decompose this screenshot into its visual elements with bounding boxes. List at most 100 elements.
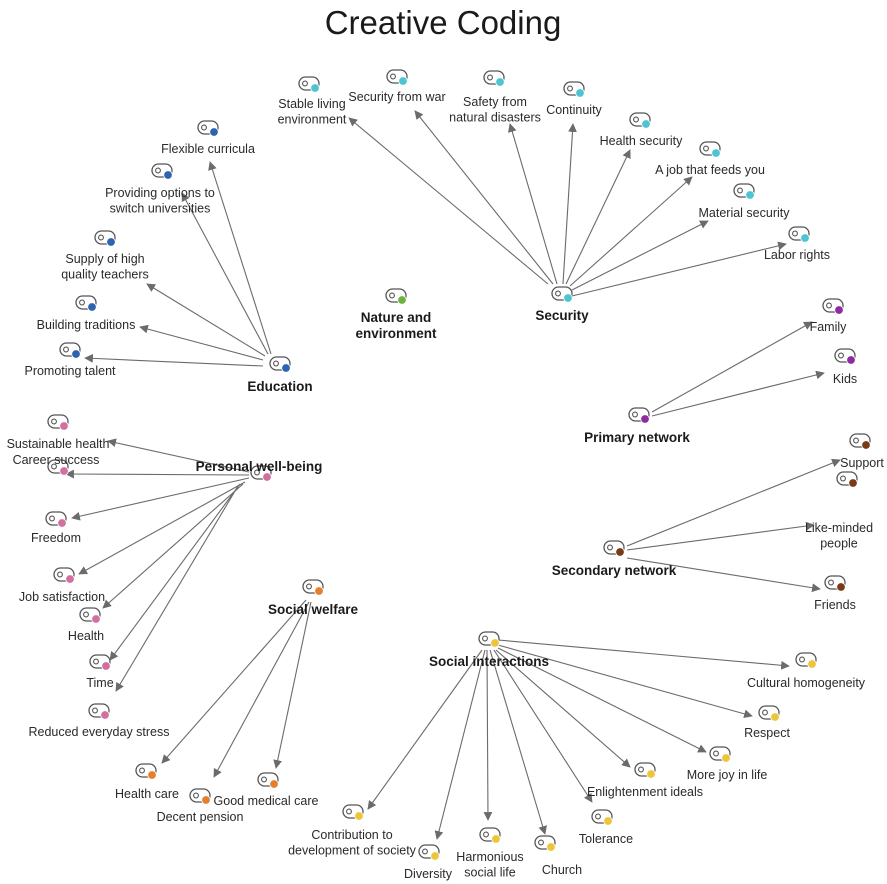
hub-label-line: Social welfare bbox=[268, 602, 359, 617]
leaf-label: Promoting talent bbox=[24, 364, 116, 378]
edge-stable-living bbox=[348, 117, 549, 285]
leaf-label: Health bbox=[68, 629, 104, 643]
leaf-time[interactable]: Time bbox=[86, 654, 114, 690]
leaf-label-line: Supply of high bbox=[65, 252, 144, 266]
leaf-label: Freedom bbox=[31, 531, 81, 545]
leaf-label-line: Reduced everyday stress bbox=[28, 725, 169, 739]
hub-primary[interactable]: Primary network bbox=[584, 407, 690, 445]
toggle-node-icon bbox=[151, 163, 173, 180]
toggle-node-icon bbox=[603, 540, 625, 557]
edge-good-medical-care bbox=[273, 601, 312, 769]
hub-social[interactable]: Social interactions bbox=[429, 631, 549, 669]
leaf-label-line: A job that feeds you bbox=[655, 163, 765, 177]
toggle-node-icon bbox=[47, 414, 69, 431]
edge-quality-teachers bbox=[146, 283, 266, 357]
leaf-diversity[interactable]: Diversity bbox=[404, 844, 453, 881]
leaf-label-line: development of society bbox=[288, 844, 417, 858]
leaf-building-traditions[interactable]: Building traditions bbox=[37, 295, 136, 332]
leaf-label-line: Sustainable health bbox=[7, 437, 110, 451]
leaf-reduced-stress[interactable]: Reduced everyday stress bbox=[28, 703, 170, 739]
edge-reduced-stress bbox=[115, 485, 239, 692]
hub-label: Security bbox=[535, 308, 589, 323]
leaf-more-joy[interactable]: More joy in life bbox=[687, 746, 768, 782]
edge-support bbox=[626, 458, 841, 547]
leaf-label: Tolerance bbox=[579, 832, 633, 846]
leaf-support[interactable]: Support bbox=[840, 433, 884, 470]
hub-welfare[interactable]: Social welfare bbox=[268, 579, 359, 617]
leaf-label: Flexible curricula bbox=[161, 142, 255, 156]
leaf-health[interactable]: Health bbox=[68, 607, 104, 643]
leaf-good-medical-care[interactable]: Good medical care bbox=[214, 772, 319, 808]
hub-label-line: environment bbox=[355, 326, 437, 341]
leaf-label-line: Respect bbox=[744, 726, 790, 740]
edge-decent-pension bbox=[213, 601, 310, 778]
edge-respect bbox=[497, 644, 753, 719]
leaf-sustainable-health[interactable]: Sustainable health bbox=[7, 414, 110, 451]
leaf-material-security[interactable]: Material security bbox=[699, 183, 791, 220]
toggle-node-icon bbox=[94, 230, 116, 247]
leaf-cultural-homogeneity[interactable]: Cultural homogeneity bbox=[747, 652, 866, 690]
leaf-promoting-talent[interactable]: Promoting talent bbox=[24, 342, 116, 378]
toggle-node-icon bbox=[834, 348, 856, 365]
leaf-label: Job satisfaction bbox=[19, 590, 105, 604]
edge-church bbox=[489, 649, 547, 835]
leaf-friends[interactable]: Friends bbox=[814, 575, 856, 612]
leaf-freedom[interactable]: Freedom bbox=[31, 511, 81, 545]
leaf-career-success[interactable]: Career success bbox=[13, 453, 100, 476]
hub-label-line: Security bbox=[535, 308, 589, 323]
hub-security[interactable]: Security bbox=[535, 286, 589, 323]
edge-time bbox=[109, 483, 241, 661]
leaf-health-care[interactable]: Health care bbox=[115, 763, 179, 801]
leaf-labor-rights[interactable]: Labor rights bbox=[764, 226, 830, 262]
leaf-label-line: Flexible curricula bbox=[161, 142, 255, 156]
leaf-health-security[interactable]: Health security bbox=[600, 112, 683, 148]
edge-job-satisfaction bbox=[78, 481, 246, 575]
toggle-node-icon bbox=[45, 511, 67, 528]
leaf-label: Family bbox=[810, 320, 848, 334]
leaf-continuity[interactable]: Continuity bbox=[546, 81, 603, 117]
leaf-enlightenment[interactable]: Enlightenment ideals bbox=[587, 762, 703, 799]
edge-flexible-curricula bbox=[208, 161, 272, 355]
toggle-node-icon bbox=[629, 112, 651, 129]
leaf-label-line: Family bbox=[810, 320, 848, 334]
leaf-label-line: Stable living bbox=[278, 97, 345, 111]
leaf-flexible-curricula[interactable]: Flexible curricula bbox=[161, 120, 255, 156]
edge-sustainable-health bbox=[107, 438, 250, 473]
leaf-label: Career success bbox=[13, 453, 100, 467]
hub-label-line: Education bbox=[247, 379, 312, 394]
leaf-label-line: Enlightenment ideals bbox=[587, 785, 703, 799]
leaf-label: A job that feeds you bbox=[655, 163, 765, 177]
hub-wellbeing[interactable]: Personal well-being bbox=[196, 459, 323, 482]
leaf-security-war[interactable]: Security from war bbox=[348, 69, 446, 104]
edge-health-care bbox=[161, 599, 307, 764]
hub-label: Primary network bbox=[584, 430, 690, 445]
edge-security-war bbox=[414, 110, 554, 285]
toggle-node-icon bbox=[342, 804, 364, 821]
edge-diversity bbox=[434, 649, 486, 840]
toggle-node-icon bbox=[269, 356, 291, 373]
leaf-family[interactable]: Family bbox=[810, 298, 848, 334]
leaf-label-line: More joy in life bbox=[687, 768, 768, 782]
leaf-respect[interactable]: Respect bbox=[744, 705, 790, 740]
leaf-tolerance[interactable]: Tolerance bbox=[579, 809, 633, 846]
hub-secondary[interactable]: Secondary network bbox=[552, 540, 677, 578]
leaf-job-satisfaction[interactable]: Job satisfaction bbox=[19, 567, 105, 604]
leaf-label-line: Harmonious bbox=[456, 850, 523, 864]
leaf-kids[interactable]: Kids bbox=[833, 348, 857, 386]
leaf-decent-pension[interactable]: Decent pension bbox=[157, 788, 244, 824]
hub-label: Social interactions bbox=[429, 654, 549, 669]
leaf-church[interactable]: Church bbox=[534, 835, 582, 877]
leaf-label: Labor rights bbox=[764, 248, 830, 262]
leaf-job-feeds[interactable]: A job that feeds you bbox=[655, 141, 765, 177]
hub-education[interactable]: Education bbox=[247, 356, 313, 394]
